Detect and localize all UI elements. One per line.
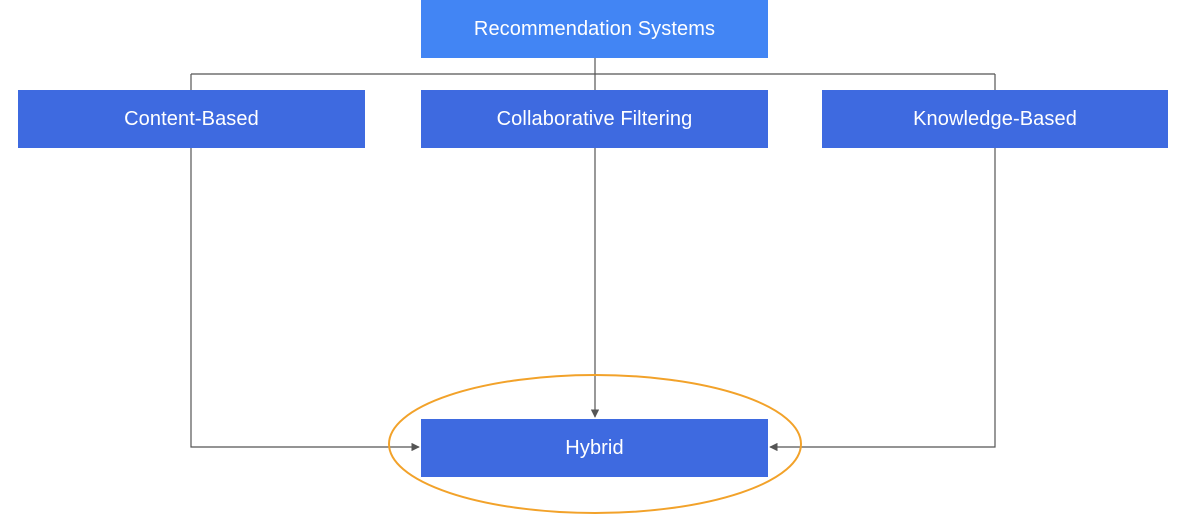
node-collaborative-filtering: Collaborative Filtering <box>421 90 768 148</box>
node-knowledge-based-label: Knowledge-Based <box>913 107 1077 130</box>
node-hybrid-label: Hybrid <box>565 436 624 459</box>
node-collaborative-filtering-label: Collaborative Filtering <box>496 107 693 130</box>
arrow-content-to-hybrid <box>190 148 420 452</box>
node-content-based: Content-Based <box>18 90 365 148</box>
node-knowledge-based: Knowledge-Based <box>822 90 1168 148</box>
node-recommendation-systems: Recommendation Systems <box>421 0 768 58</box>
node-hybrid: Hybrid <box>421 419 768 477</box>
arrow-knowledge-to-hybrid <box>769 148 996 452</box>
hybrid-highlight-ellipse <box>388 374 802 514</box>
node-recommendation-systems-label: Recommendation Systems <box>473 17 716 40</box>
node-content-based-label: Content-Based <box>124 107 259 130</box>
